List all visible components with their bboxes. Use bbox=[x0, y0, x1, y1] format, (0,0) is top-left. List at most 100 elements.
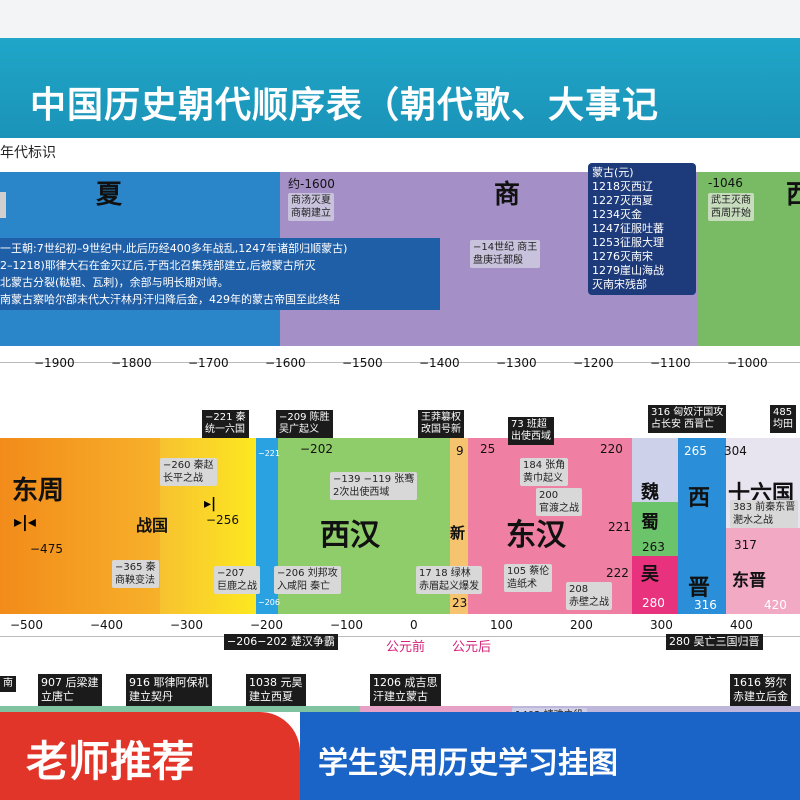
event-wangmang: 王莽篡权 改国号新 bbox=[418, 410, 464, 438]
dynasty-shang: 商 bbox=[494, 180, 521, 210]
mongol-history-text: 一王朝:7世纪初–9世纪中,此后历经400多年战乱,1247年诸部归顺蒙古) 2… bbox=[0, 238, 440, 310]
dongjin-band bbox=[726, 528, 800, 614]
top-axis-tick: −1600 bbox=[265, 356, 306, 370]
marker-220: 220 bbox=[600, 442, 623, 456]
note-liubang: −206 刘邦攻 入咸阳 秦亡 bbox=[274, 566, 341, 594]
marker-9: 9 bbox=[456, 444, 464, 458]
dynasty-donghan: 东汉 bbox=[506, 518, 566, 553]
bottom-axis-tick: −300 bbox=[170, 618, 203, 632]
shangtang-note: 商汤灭夏 商朝建立 bbox=[288, 193, 334, 221]
bottom-axis-tick: −200 bbox=[250, 618, 283, 632]
lower-event-1206: 1206 成吉思 汗建立蒙古 bbox=[370, 674, 441, 706]
note-guandu: 200 官渡之战 bbox=[536, 488, 582, 516]
marker-304: 304 bbox=[724, 444, 747, 458]
lower-event-907: 907 后梁建 立唐亡 bbox=[38, 674, 102, 706]
wuwang-note: 武王灭商 西周开始 bbox=[708, 193, 754, 221]
event-jin-unify: 280 吴亡三国归晋 bbox=[666, 634, 763, 650]
top-axis-tick: −1100 bbox=[650, 356, 691, 370]
xia-left-chip bbox=[0, 192, 6, 218]
note-zhangqian: −139 −119 张骞 2次出使西域 bbox=[330, 472, 418, 500]
note-shangyang: −365 秦 商鞅变法 bbox=[112, 560, 159, 588]
header-banner bbox=[0, 38, 800, 138]
dynasty-xihan: 西汉 bbox=[320, 518, 380, 553]
dynasty-zhanguo: 战国 bbox=[136, 516, 169, 535]
bottom-axis-tick: −500 bbox=[10, 618, 43, 632]
top-axis-line bbox=[0, 362, 800, 363]
top-axis-tick: −1800 bbox=[111, 356, 152, 370]
marker-316: 316 bbox=[694, 598, 717, 612]
qin-band bbox=[256, 438, 278, 614]
page-title: 中国历史朝代顺序表（朝代歌、大事记 bbox=[30, 85, 660, 126]
pangeng-note: −14世纪 商王 盘庚迁都殷 bbox=[470, 240, 541, 268]
bottom-axis-tick: −400 bbox=[90, 618, 123, 632]
note-cailun: 105 蔡伦 造纸术 bbox=[504, 564, 553, 592]
event-qin-unify: −221 秦 统一六国 bbox=[202, 410, 249, 438]
marker-265: 265 bbox=[684, 444, 707, 458]
note-feishui: 383 前秦东晋 淝水之战 bbox=[730, 500, 799, 528]
dynasty-xia: 夏 bbox=[96, 180, 123, 210]
dynasty-wu: 吴 bbox=[641, 564, 659, 585]
dynasty-xizhou-partial: 西 bbox=[786, 180, 800, 210]
note-changping: −260 秦赵 长平之战 bbox=[160, 458, 217, 486]
top-axis-tick: −1200 bbox=[573, 356, 614, 370]
marker-206: −206 bbox=[258, 598, 280, 607]
bottom-axis-tick: −100 bbox=[330, 618, 363, 632]
shu-band bbox=[632, 502, 678, 556]
marker-23: 23 bbox=[452, 596, 468, 610]
footer-teacher-recommend: 老师推荐 bbox=[26, 737, 195, 786]
marker-420: 420 bbox=[764, 598, 787, 612]
top-axis-tick: −1700 bbox=[188, 356, 229, 370]
marker-280: 280 bbox=[642, 596, 665, 610]
dynasty-dongzhou: 东周 bbox=[12, 476, 65, 506]
footer-right bbox=[300, 712, 800, 800]
bottom-axis-tick: 400 bbox=[730, 618, 753, 632]
bottom-axis-line bbox=[0, 636, 800, 637]
note-zhangjiao: 184 张角 黄巾起义 bbox=[520, 458, 569, 486]
top-axis-tick: −1500 bbox=[342, 356, 383, 370]
arrow-475-icon: ▸|◂ bbox=[14, 512, 36, 531]
note-julu: −207 巨鹿之战 bbox=[214, 566, 260, 594]
note-chibi: 208 赤壁之战 bbox=[566, 582, 612, 610]
top-axis-tick: −1000 bbox=[727, 356, 768, 370]
note-lulin: 17 18 绿林 赤眉起义爆发 bbox=[416, 566, 482, 594]
dynasty-wei: 魏 bbox=[641, 482, 659, 503]
bottom-axis-tick: 300 bbox=[650, 618, 673, 632]
label-bc: 公元前 bbox=[386, 640, 426, 655]
marker-221b: 221 bbox=[608, 520, 631, 534]
year-1046: -1046 bbox=[708, 176, 743, 190]
era-label: 年代标识 bbox=[0, 145, 56, 161]
footer-left bbox=[0, 712, 300, 800]
lower-band-strip bbox=[0, 706, 800, 712]
marker-475: −475 bbox=[30, 542, 63, 556]
bottom-axis-tick: 100 bbox=[490, 618, 513, 632]
top-strip bbox=[0, 0, 800, 38]
bottom-axis-tick: 0 bbox=[410, 618, 418, 632]
dynasty-xijin-jin: 晋 bbox=[688, 575, 711, 601]
lower-event-1616: 1616 努尔 赤建立后金 bbox=[730, 674, 791, 706]
wei-band bbox=[632, 438, 678, 502]
top-axis-tick: −1300 bbox=[496, 356, 537, 370]
marker-221: −221 bbox=[258, 449, 280, 458]
event-xiongnu: 316 匈奴汗国攻 占长安 西晋亡 bbox=[648, 405, 727, 433]
marker-25: 25 bbox=[480, 442, 496, 456]
arrow-256-icon: ▸| bbox=[204, 496, 217, 512]
dynasty-xijin-xi: 西 bbox=[688, 485, 711, 511]
marker-202: −202 bbox=[300, 442, 333, 456]
label-ad: 公元后 bbox=[452, 640, 492, 655]
lower-event-partial: 南 bbox=[0, 676, 16, 692]
event-chensheng: −209 陈胜 吴广起义 bbox=[276, 410, 333, 438]
marker-222: 222 bbox=[606, 566, 629, 580]
footer-poster-label: 学生实用历史学习挂图 bbox=[318, 746, 618, 781]
bottom-axis-tick: 200 bbox=[570, 618, 593, 632]
year-1600: 约-1600 bbox=[288, 177, 335, 191]
dynasty-xin: 新 bbox=[450, 524, 466, 542]
marker-317: 317 bbox=[734, 538, 757, 552]
marker-263: 263 bbox=[642, 540, 665, 554]
lower-event-1038: 1038 元昊 建立西夏 bbox=[246, 674, 306, 706]
dynasty-dongjin: 东晋 bbox=[732, 571, 766, 591]
event-chuhan: −206−202 楚汉争霸 bbox=[224, 634, 338, 650]
top-axis-tick: −1400 bbox=[419, 356, 460, 370]
wu-band bbox=[632, 556, 678, 614]
top-axis-tick: −1900 bbox=[34, 356, 75, 370]
event-485: 485 均田 bbox=[770, 405, 796, 433]
